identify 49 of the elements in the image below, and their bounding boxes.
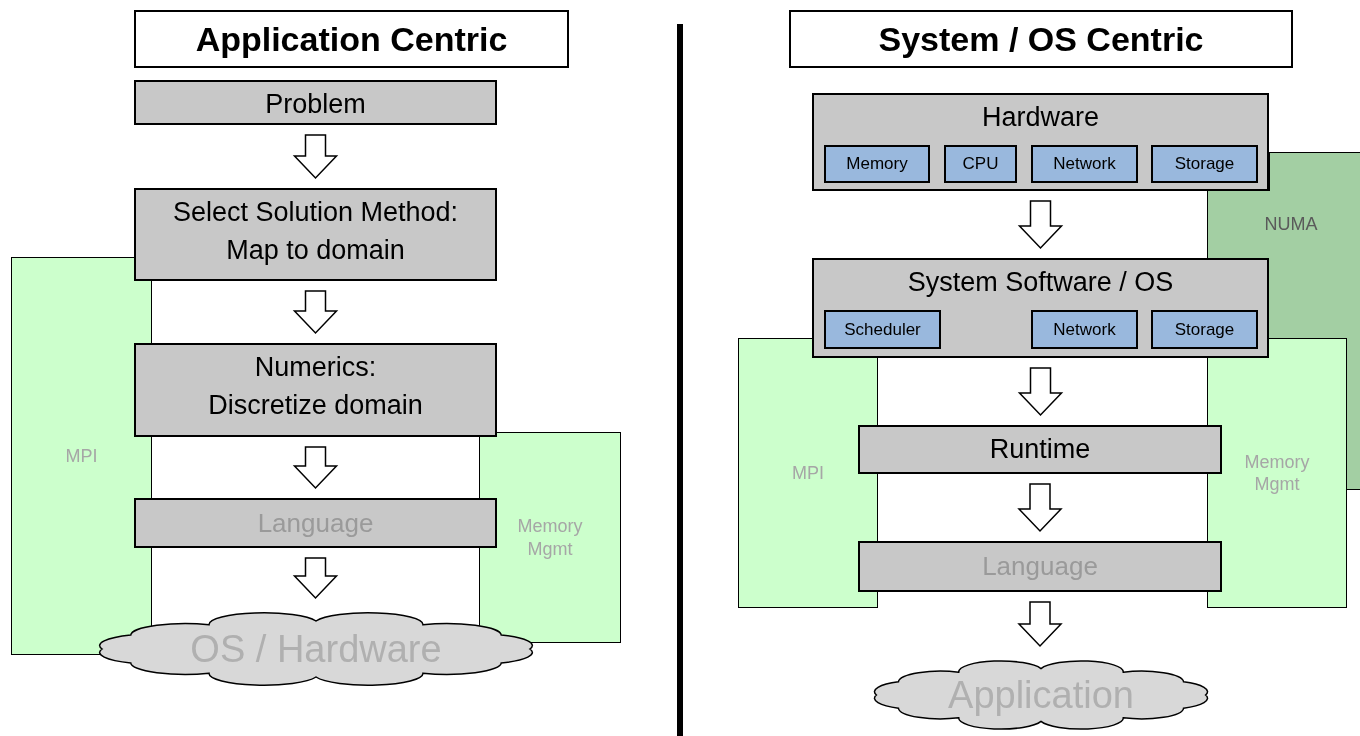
- component-box: [944, 145, 1017, 183]
- node-label: CPU: [962, 153, 999, 176]
- component-box: [1031, 145, 1138, 183]
- component-box: [1151, 310, 1258, 349]
- node-label: NUMA: [1264, 213, 1318, 236]
- process-box: [134, 498, 497, 548]
- side-panel: [1207, 338, 1347, 608]
- node-label: Select Solution Method: Map to domain: [171, 196, 460, 267]
- component-box: [824, 145, 930, 183]
- node-label: Network: [1053, 153, 1116, 176]
- block-arrow: [292, 290, 339, 335]
- side-panel: [479, 432, 621, 643]
- node-label: Memory: [846, 153, 908, 176]
- component-box: [824, 310, 941, 349]
- process-box: [812, 93, 1269, 191]
- node-label: Storage: [1174, 318, 1235, 341]
- node-label: Memory Mgmt: [516, 515, 584, 560]
- node-label: Application Centric: [195, 18, 508, 60]
- process-box: [858, 425, 1222, 474]
- block-arrow: [1017, 601, 1063, 648]
- block-arrow: [1017, 483, 1063, 533]
- node-label: Network: [1053, 318, 1116, 341]
- side-panel: [11, 257, 152, 655]
- block-arrow: [292, 446, 339, 490]
- side-panel: [738, 338, 878, 608]
- block-arrow: [1017, 367, 1064, 417]
- node-label: MPI: [65, 444, 98, 468]
- process-box: [134, 80, 497, 125]
- node-label: Runtime: [989, 433, 1091, 466]
- process-box: [134, 188, 497, 281]
- node-label: System / OS Centric: [878, 18, 1204, 60]
- block-arrow: [292, 557, 339, 600]
- node-label: Problem: [265, 88, 366, 121]
- node-label: Storage: [1174, 153, 1235, 176]
- process-box: [134, 343, 497, 437]
- block-arrow: [292, 134, 339, 180]
- node-label: Hardware: [981, 101, 1099, 134]
- block-arrow: [1017, 200, 1064, 250]
- heading-box: [789, 10, 1293, 68]
- component-box: [1151, 145, 1258, 183]
- heading-box: [134, 10, 569, 68]
- node-label: System Software / OS: [907, 266, 1174, 299]
- process-box: [812, 258, 1269, 358]
- node-label: Memory Mgmt: [1243, 450, 1311, 496]
- node-label: MPI: [792, 461, 824, 485]
- node-label: Scheduler: [844, 318, 921, 341]
- process-box: [858, 541, 1222, 592]
- component-box: [1031, 310, 1138, 349]
- node-label: Numerics: Discretize domain: [207, 351, 424, 422]
